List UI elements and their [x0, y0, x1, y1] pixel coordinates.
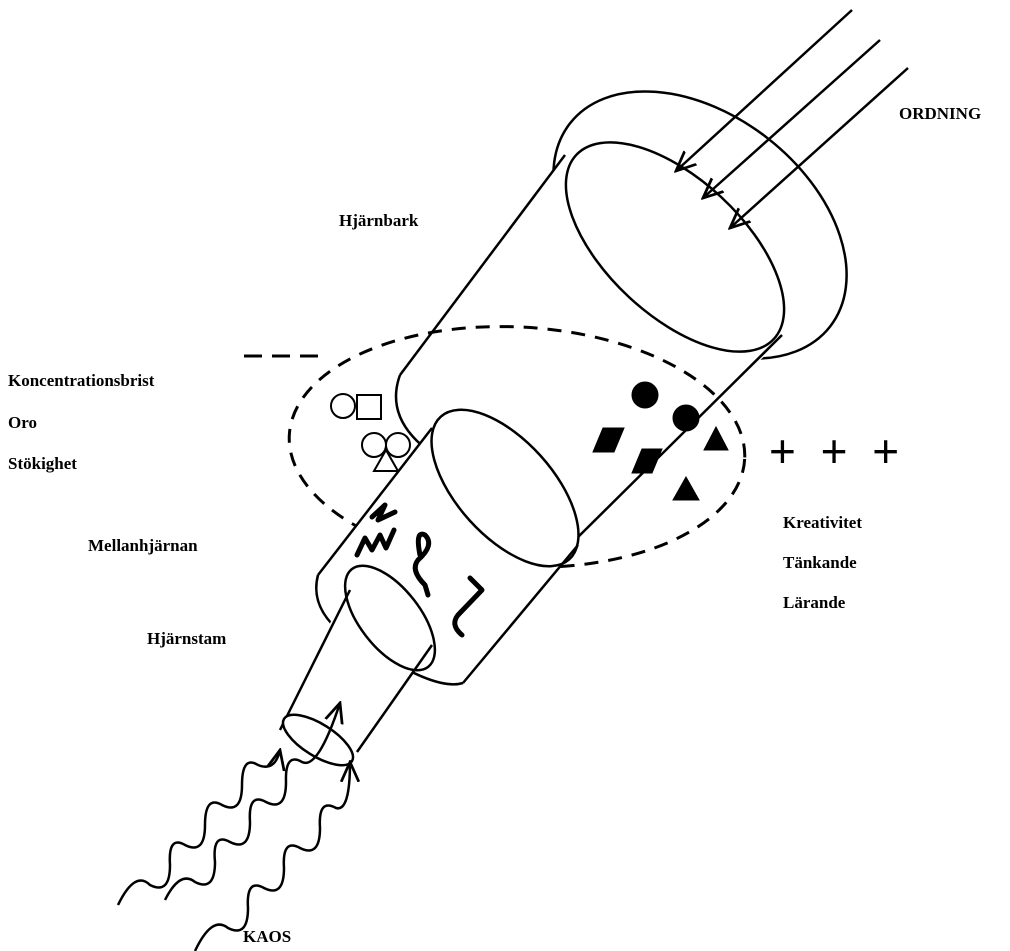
label-kaos: KAOS: [243, 928, 291, 945]
hollow-circle-1: [331, 394, 355, 418]
filled-triangle-1: [704, 427, 728, 450]
label-oro: Oro: [8, 414, 37, 431]
chaos-arrow-1: [118, 750, 280, 905]
label-ordning: ORDNING: [899, 105, 981, 122]
label-hjarnbark: Hjärnbark: [339, 212, 418, 229]
filled-circle-2: [673, 405, 699, 431]
hollow-circle-2: [362, 433, 386, 457]
label-kreativitet: Kreativitet: [783, 514, 862, 531]
filled-circle-1: [632, 382, 658, 408]
hollow-circle-3: [386, 433, 410, 457]
label-tankande: Tänkande: [783, 554, 857, 571]
label-larande: Lärande: [783, 594, 845, 611]
label-stokighet: Stökighet: [8, 455, 77, 472]
plus-signs: + + +: [769, 428, 905, 474]
hollow-symbols: [331, 394, 410, 471]
chaos-arrow-3: [195, 762, 350, 951]
label-koncentrationsbrist: Koncentrationsbrist: [8, 372, 154, 389]
hollow-square: [357, 395, 381, 419]
label-mellanhjarnan: Mellanhjärnan: [88, 537, 198, 554]
filled-triangle-2: [673, 477, 699, 500]
label-hjarnstam: Hjärnstam: [147, 630, 226, 647]
